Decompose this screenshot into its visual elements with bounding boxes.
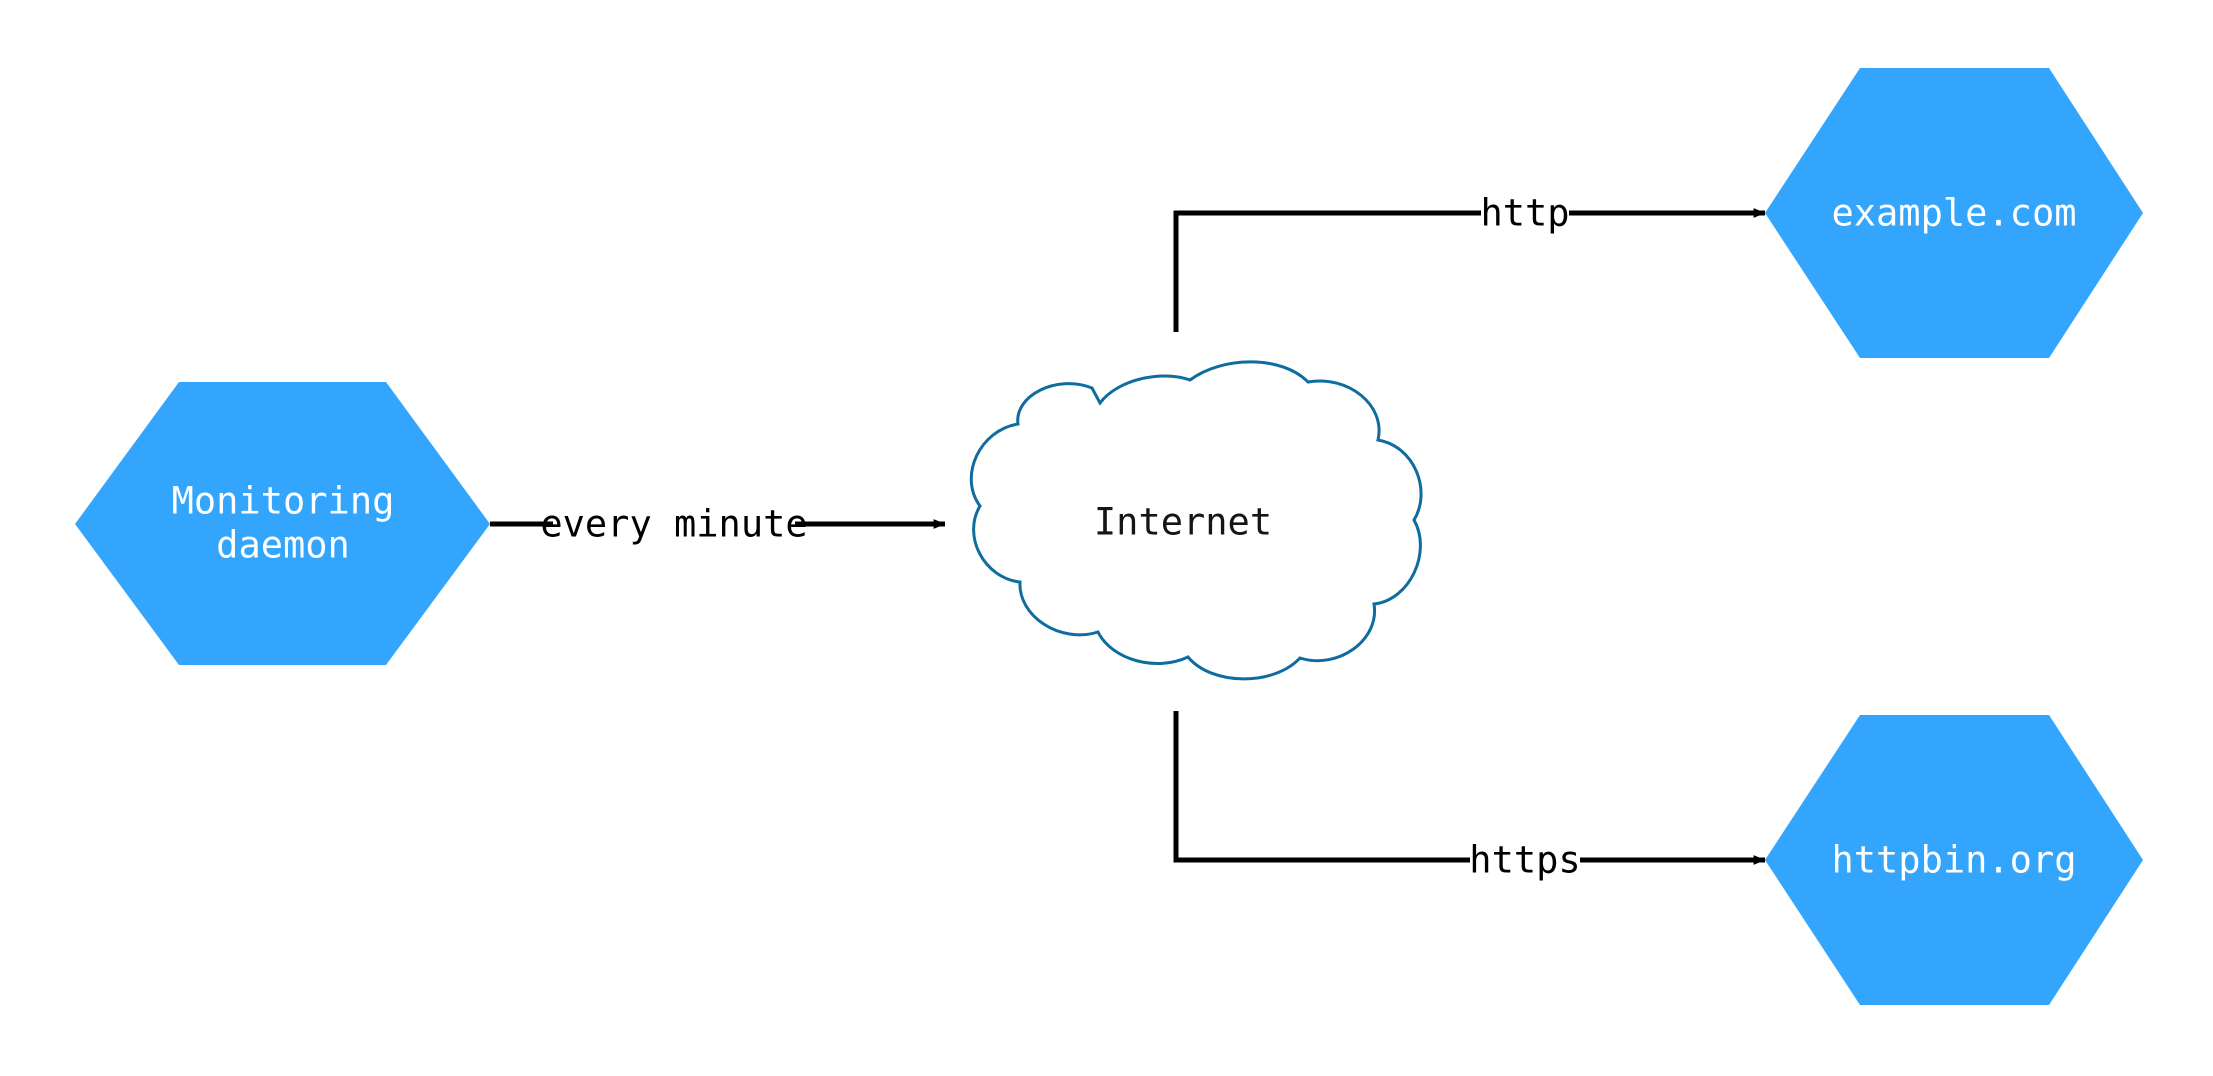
hexagon-shape — [1765, 68, 2143, 358]
hexagon-shape — [1765, 715, 2143, 1005]
edge-https[interactable]: https — [1173, 711, 1766, 886]
node-internet[interactable]: Internet — [969, 360, 1423, 681]
cloud-shape — [969, 360, 1423, 681]
node-httpbin-org-label: httpbin.org — [1831, 839, 2076, 882]
node-monitoring-daemon-label-line-1: Monitoring — [172, 480, 395, 523]
edge-every-minute-label: every minute — [540, 503, 807, 546]
edge-https-label-bg — [1470, 834, 1580, 886]
node-example-com[interactable]: example.com — [1765, 68, 2143, 358]
edge-http[interactable]: http — [1173, 187, 1766, 332]
nodes-layer: Monitoring daemon Internet example.com h… — [75, 68, 2143, 1005]
node-monitoring-daemon-label-line-2: daemon — [216, 524, 350, 567]
edge-http-label: http — [1480, 192, 1569, 235]
node-example-com-label: example.com — [1831, 192, 2076, 235]
node-internet-label: Internet — [1094, 501, 1272, 544]
edge-http-line — [1173, 208, 1766, 332]
edges-layer: every minute http https — [490, 187, 1766, 886]
hexagon-shape — [75, 382, 490, 665]
edge-http-label-bg — [1481, 187, 1569, 239]
edge-https-label: https — [1469, 839, 1580, 882]
node-monitoring-daemon[interactable]: Monitoring daemon — [75, 382, 490, 665]
edge-every-minute-label-bg — [553, 498, 795, 550]
node-httpbin-org[interactable]: httpbin.org — [1765, 715, 2143, 1005]
edge-every-minute[interactable]: every minute — [490, 498, 946, 550]
